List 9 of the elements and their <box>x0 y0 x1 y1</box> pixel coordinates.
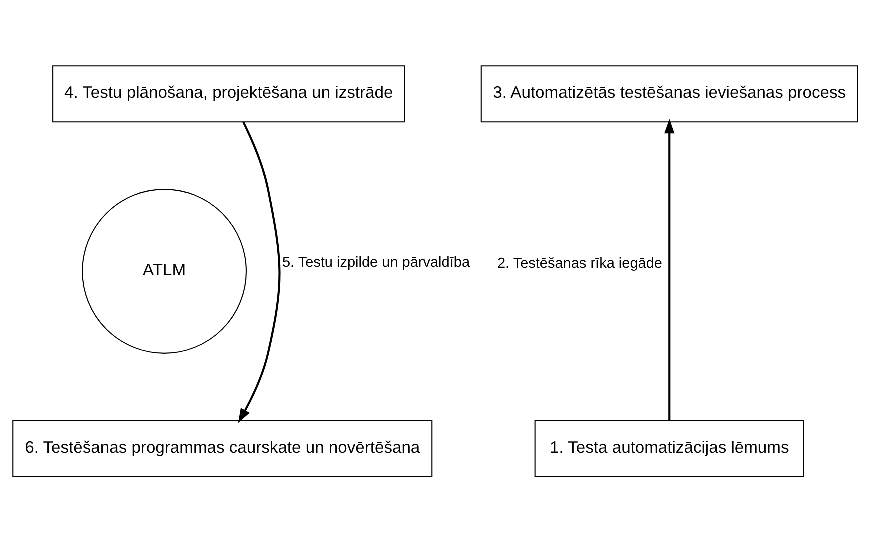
edge-label: 2. Testēšanas rīka iegāde <box>497 256 662 272</box>
node-box: 4. Testu plānošana, projektēšana un izstrāde <box>52 66 406 123</box>
node-circle: ATLM <box>82 189 247 354</box>
node-box: 1. Testa automatizācijas lēmums <box>534 420 804 478</box>
arrow <box>664 119 675 421</box>
node-box: 3. Automatizētās testēšanas ieviešanas process <box>480 66 858 123</box>
edge-label: 5. Testu izpilde un pārvaldība <box>282 255 470 272</box>
node-box: 6. Testēšanas programmas caurskate un novērtēšana <box>12 420 433 478</box>
arrow <box>238 122 281 424</box>
